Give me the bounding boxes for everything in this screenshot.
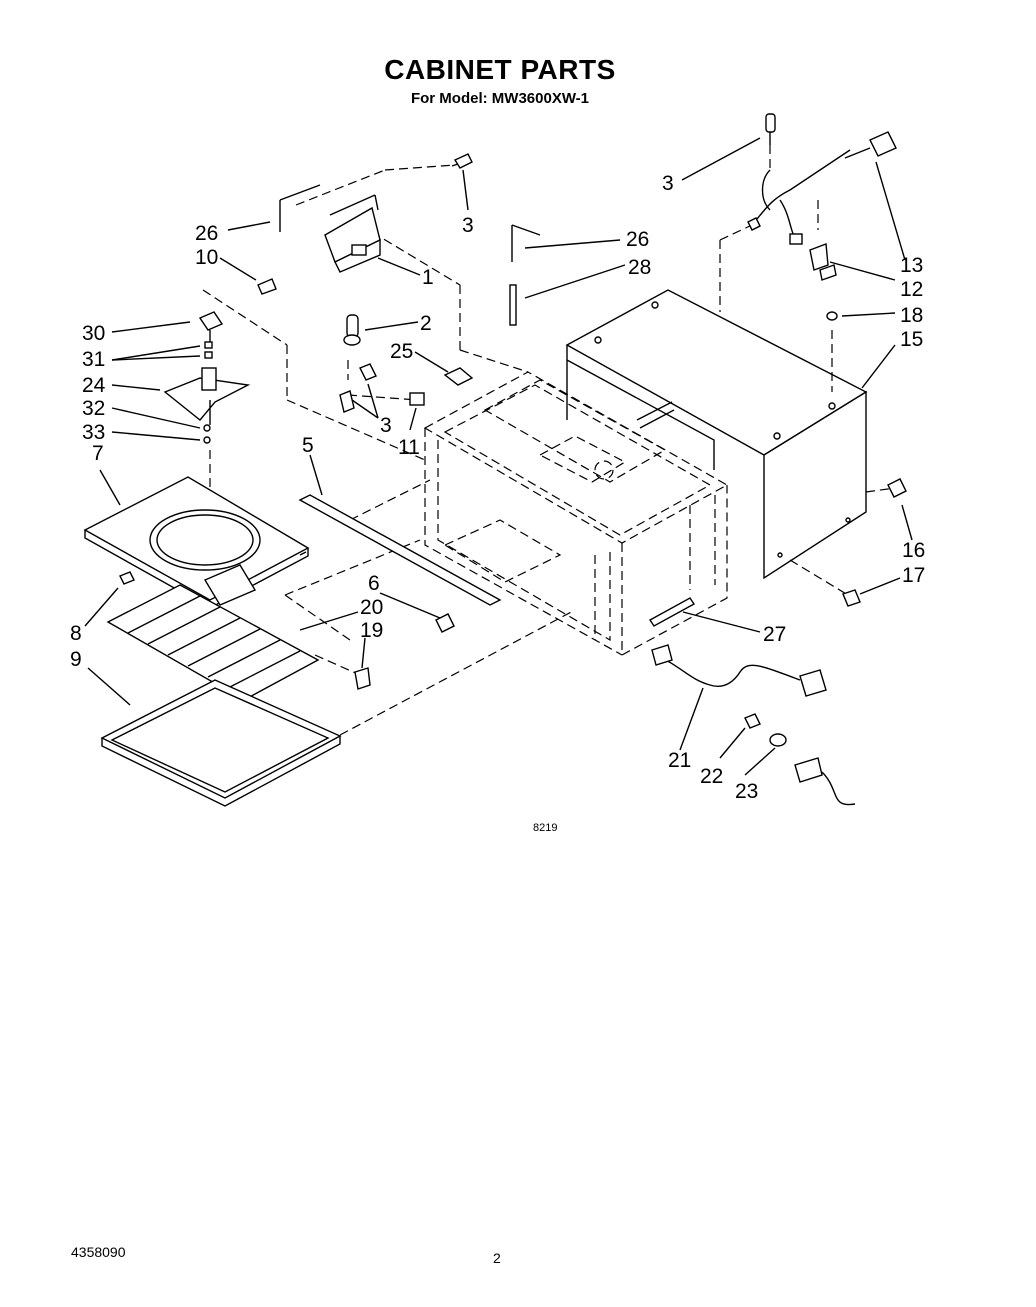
bottom-plate-7 [83, 476, 310, 609]
bracket-12 [809, 243, 837, 281]
assembly-lines [202, 145, 896, 736]
callout-labels: 3 3 3 26 26 10 1 28 13 12 2 18 15 30 31 … [70, 172, 925, 803]
outer-cabinet-case [565, 289, 868, 580]
callout-label: 25 [390, 340, 413, 363]
callout-label: 10 [195, 246, 218, 269]
sensor-cable-21 [651, 644, 827, 697]
clip-11 [409, 392, 425, 406]
callout-label: 31 [82, 348, 105, 371]
callout-label: 13 [900, 254, 923, 277]
callout-label: 28 [628, 256, 651, 279]
callout-label: 26 [195, 222, 218, 245]
washer-23 [769, 733, 787, 747]
callout-label: 22 [700, 765, 723, 788]
inner-cavity-dashed [423, 371, 729, 657]
strip-27 [648, 597, 696, 627]
callout-label: 32 [82, 397, 105, 420]
callout-label: 21 [668, 749, 691, 772]
screw-3-top [451, 153, 473, 169]
stirrer-assembly [163, 311, 251, 444]
door-switch-bracket [324, 194, 381, 273]
strip-28 [509, 284, 517, 326]
callout-label: 3 [662, 172, 674, 195]
latch-clip-10 [257, 278, 277, 295]
callout-label: 26 [626, 228, 649, 251]
callout-label: 1 [422, 266, 434, 289]
clip-19 [354, 667, 371, 690]
callout-label: 2 [420, 312, 432, 335]
document-part-number: 4358090 [71, 1244, 126, 1260]
callout-label: 5 [302, 434, 314, 457]
screw-3-right [765, 113, 776, 145]
callout-label: 20 [360, 596, 383, 619]
callout-leaders [84, 137, 913, 776]
pad-25 [443, 367, 474, 386]
lamp-socket [343, 314, 361, 346]
callout-label: 16 [902, 539, 925, 562]
callout-label: 11 [398, 436, 420, 459]
callout-label: 6 [368, 572, 380, 595]
callout-label: 30 [82, 322, 105, 345]
model-subtitle: For Model: MW3600XW-1 [410, 90, 590, 107]
page-number: 2 [493, 1250, 501, 1266]
wire-harness-13 [747, 131, 897, 245]
grille-20 [106, 584, 320, 701]
power-plug [794, 757, 856, 806]
callout-label: 33 [82, 421, 105, 444]
strip-26-right [511, 224, 541, 262]
callout-label: 3 [380, 414, 392, 437]
tray-9 [100, 679, 342, 807]
callout-label: 12 [900, 278, 923, 301]
strip-26-left [279, 184, 321, 232]
callout-label: 7 [92, 442, 104, 465]
screw-17 [842, 589, 861, 607]
callout-label: 24 [82, 374, 106, 397]
screw-8 [119, 571, 135, 585]
callout-label: 23 [735, 780, 758, 803]
figure-number: 8219 [533, 822, 557, 834]
page-title: CABINET PARTS [384, 54, 616, 85]
screw-6 [435, 613, 455, 633]
callout-label: 18 [900, 304, 923, 327]
callout-label: 27 [763, 623, 786, 646]
callout-label: 19 [360, 619, 383, 642]
callout-label: 8 [70, 622, 82, 645]
callout-label: 3 [462, 214, 474, 237]
callout-label: 9 [70, 648, 82, 671]
callout-label: 15 [900, 328, 923, 351]
rail-5 [298, 494, 502, 606]
nut-22 [744, 713, 761, 729]
callout-label: 17 [902, 564, 925, 587]
screw-16 [887, 478, 907, 498]
plug-18 [826, 311, 838, 321]
screws-3-center [339, 363, 377, 413]
